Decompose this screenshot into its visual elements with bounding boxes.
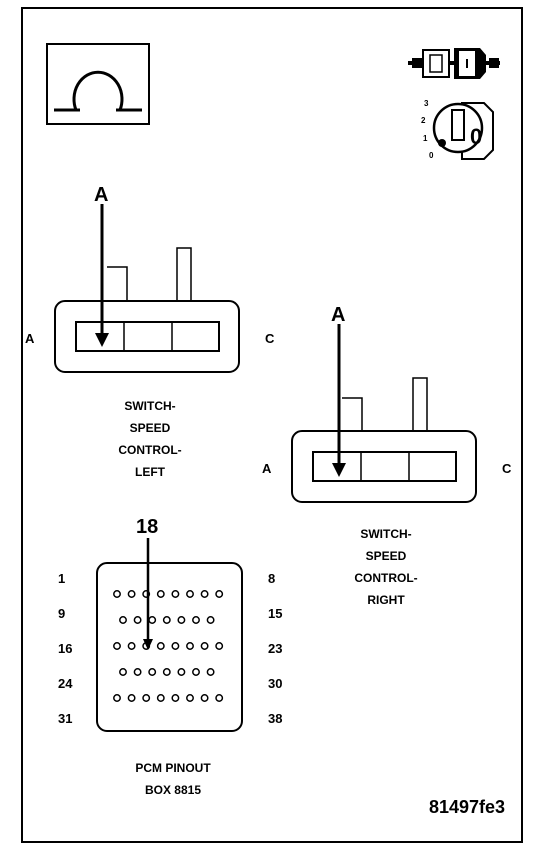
left-switch-pin-letter: A	[94, 184, 109, 206]
pcm-pin	[156, 642, 165, 650]
pcm-row-label-left: 1	[58, 571, 66, 586]
pcm-row-label-right: 38	[268, 711, 283, 726]
pcm-pin	[133, 616, 142, 624]
pcm-pin	[171, 694, 180, 702]
pcm-pin	[127, 694, 136, 702]
right-switch-side-left-label: A	[262, 461, 272, 476]
pcm-row-label-left: 9	[58, 606, 66, 621]
pcm-pin	[171, 642, 180, 650]
pcm-pin	[171, 590, 180, 598]
pcm-pin	[206, 668, 215, 676]
pcm-pin	[186, 590, 194, 598]
pcm-row-label-right: 30	[268, 676, 283, 691]
pcm-pin	[162, 668, 171, 676]
caption-line: SPEED	[129, 421, 171, 435]
pcm-pin	[200, 694, 209, 702]
pcm-row-label-right: 23	[268, 641, 283, 656]
pcm-pin	[215, 694, 224, 702]
pcm-caption: PCM PINOUT BOX 8815	[103, 757, 243, 801]
right-switch-pin-letter: A	[331, 304, 346, 326]
caption-line: CONTROL-	[354, 571, 418, 585]
pcm-pin	[215, 590, 224, 598]
pcm-pin	[206, 616, 215, 624]
pcm-row-label-left: 31	[58, 711, 73, 726]
left-switch-side-right-label: C	[265, 331, 275, 346]
key-position-3: 3	[424, 99, 429, 108]
ignition-key-icon: 0 3 2 1 0	[421, 99, 494, 160]
caption-line: LEFT	[135, 465, 165, 479]
left-switch-connector	[54, 204, 240, 373]
pcm-pin-grid	[113, 590, 224, 702]
pcm-pin	[186, 694, 194, 702]
pcm-pin	[162, 616, 171, 624]
pcm-pin	[142, 694, 151, 702]
pcm-pin	[113, 642, 121, 650]
key-position-0: 0	[429, 151, 434, 160]
pcm-pin	[177, 668, 186, 676]
figure-id: 81497fe3	[429, 797, 506, 817]
pcm-pin	[119, 668, 127, 676]
pcm-pin	[133, 668, 142, 676]
pcm-pin	[127, 590, 136, 598]
pcm-pin	[177, 616, 186, 624]
key-position-1: 1	[423, 134, 428, 143]
pcm-row-label-right: 15	[268, 606, 283, 621]
caption-line: SWITCH-	[360, 527, 412, 541]
pcm-pin	[156, 590, 165, 598]
pcm-row-label-right: 8	[268, 571, 276, 586]
pcm-pin	[148, 668, 157, 676]
caption-line: SWITCH-	[124, 399, 176, 413]
caption-line: BOX 8815	[144, 783, 202, 797]
pcm-pin	[148, 616, 157, 624]
pcm-pin-number: 18	[136, 516, 159, 538]
pcm-pin	[192, 616, 200, 624]
pcm-pin	[186, 642, 194, 650]
right-switch-side-right-label: C	[502, 461, 512, 476]
caption-line: SPEED	[365, 549, 407, 563]
right-switch-connector	[291, 324, 477, 503]
pcm-pin	[215, 642, 224, 650]
pcm-pin	[113, 590, 121, 598]
key-position-2: 2	[421, 116, 426, 125]
diagram-frame	[21, 7, 523, 843]
pcm-pin	[200, 642, 209, 650]
pcm-pin	[113, 694, 121, 702]
pcm-pin	[127, 642, 136, 650]
pcm-row-label-left: 16	[58, 641, 73, 656]
pcm-pin	[119, 616, 127, 624]
pcm-connector	[96, 538, 243, 732]
pcm-pin	[192, 668, 200, 676]
right-switch-caption: SWITCH- SPEED CONTROL- RIGHT	[336, 523, 436, 611]
left-switch-side-left-label: A	[25, 331, 35, 346]
pcm-row-label-left: 24	[58, 676, 73, 691]
omega-symbol-icon	[46, 43, 150, 125]
pcm-pin	[156, 694, 165, 702]
caption-line: RIGHT	[367, 593, 405, 607]
caption-line: CONTROL-	[118, 443, 182, 457]
pcm-pin	[200, 590, 209, 598]
caption-line: PCM PINOUT	[135, 761, 211, 775]
key-position-label: 0	[470, 124, 482, 149]
connector-disconnect-icon	[408, 48, 500, 79]
left-switch-caption: SWITCH- SPEED CONTROL- LEFT	[100, 395, 200, 483]
